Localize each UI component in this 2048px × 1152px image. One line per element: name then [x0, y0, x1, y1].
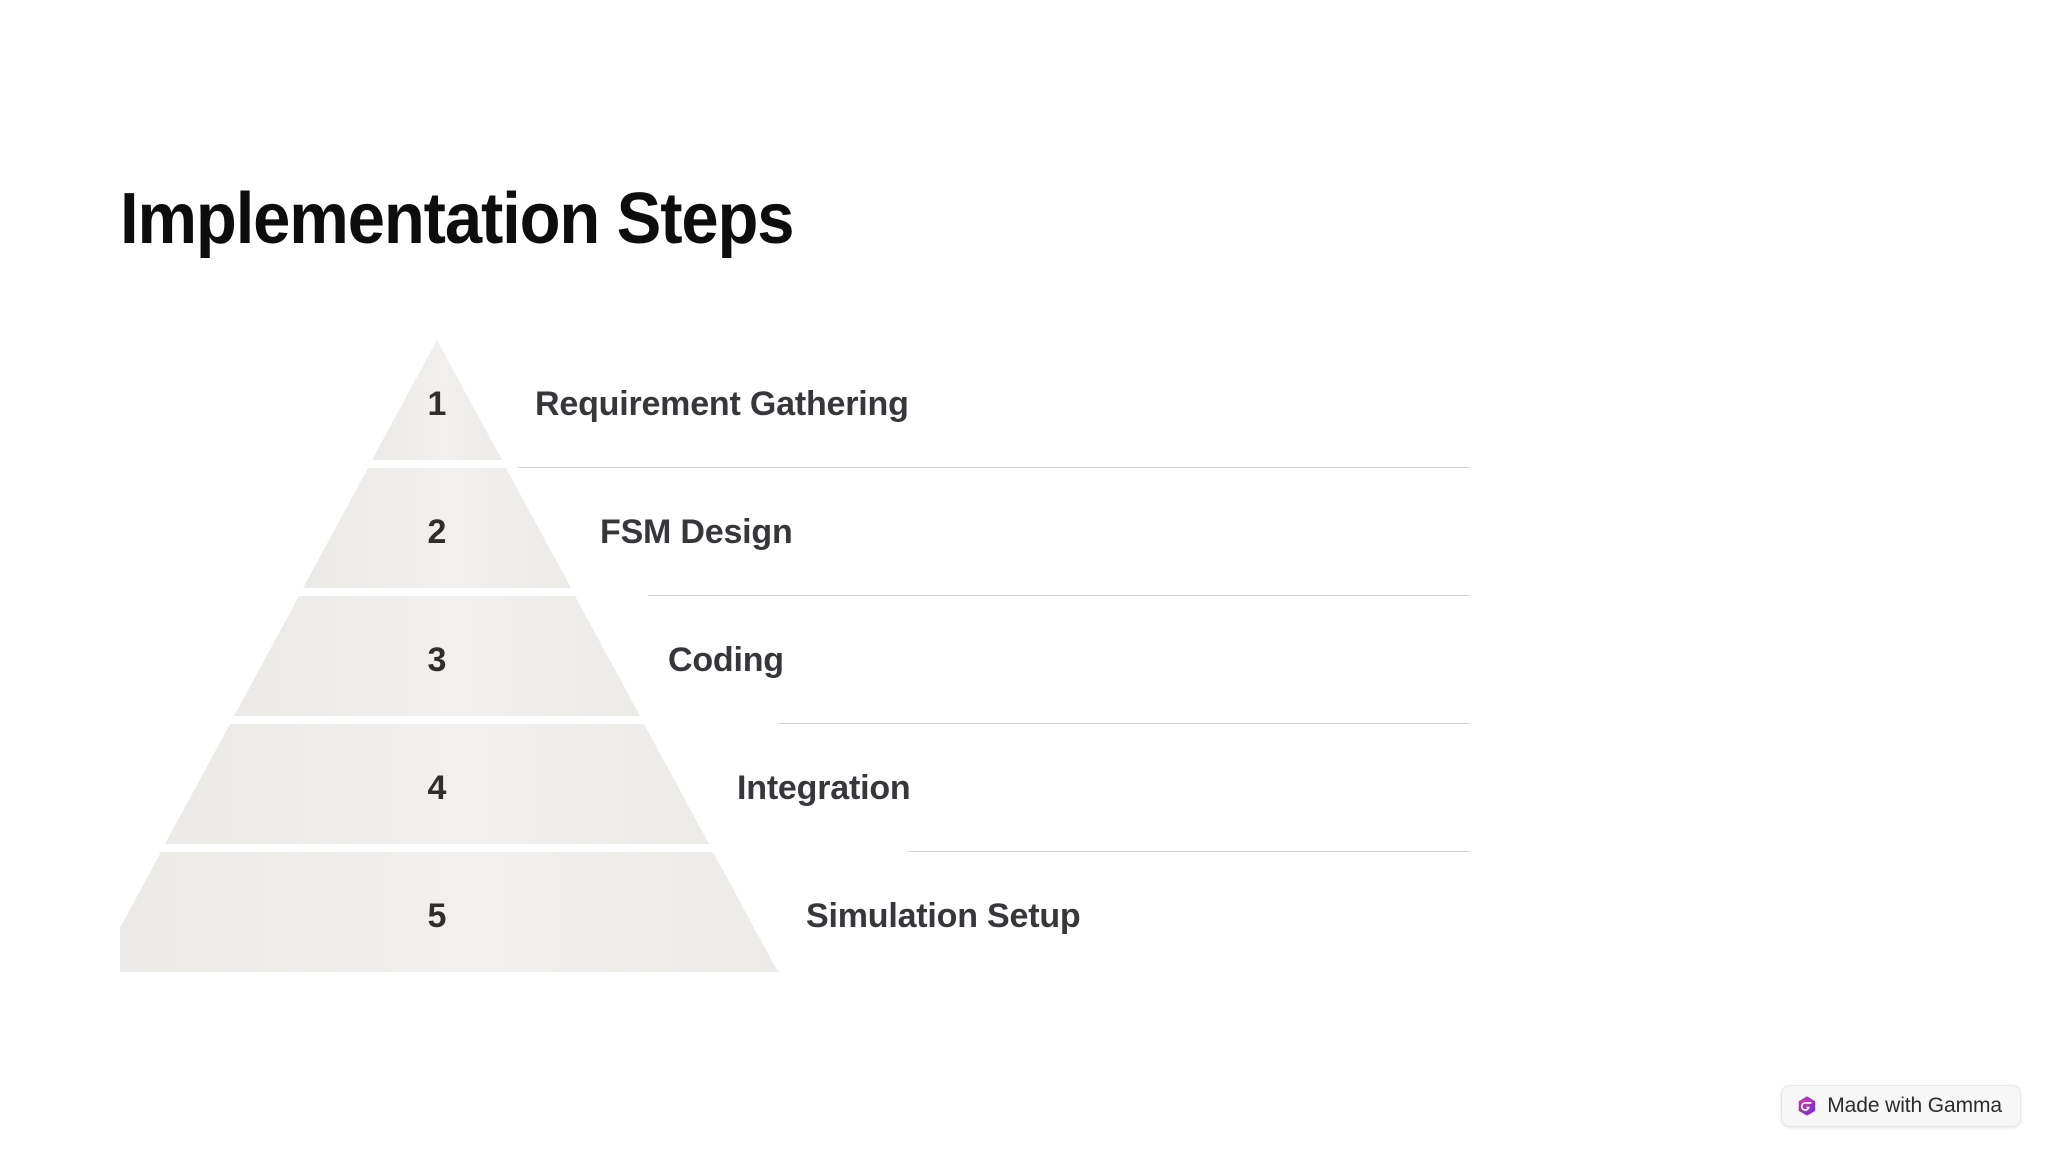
tier-label-3: Coding — [668, 640, 784, 679]
pyramid-tier-2 — [303, 468, 571, 588]
tier-number-1: 1 — [427, 384, 447, 423]
pyramid-diagram: 1 Requirement Gathering 2 FSM Design 3 C… — [120, 340, 1920, 980]
tier-number-5: 5 — [427, 896, 447, 935]
tier-number-2: 2 — [427, 512, 447, 551]
page-title: Implementation Steps — [120, 179, 795, 259]
pyramid-row-4: 4 Integration — [120, 724, 1920, 852]
pyramid-row-5: 5 Simulation Setup — [120, 852, 1920, 980]
pyramid-tier-1 — [372, 340, 502, 460]
tier-label-2: FSM Design — [600, 512, 793, 551]
pyramid-shape — [120, 340, 778, 972]
tier-label-1: Requirement Gathering — [535, 384, 909, 423]
pyramid-row-1: 1 Requirement Gathering — [120, 340, 1920, 468]
tier-number-4: 4 — [427, 768, 447, 807]
tier-rule-3 — [778, 723, 1470, 724]
pyramid-tier-5 — [120, 852, 778, 972]
gamma-logo-icon — [1799, 1096, 1816, 1116]
tier-label-5: Simulation Setup — [806, 896, 1081, 935]
tier-rule-4 — [908, 851, 1470, 852]
made-with-gamma-badge[interactable]: Made with Gamma — [1781, 1085, 2021, 1127]
tier-label-4: Integration — [737, 768, 911, 807]
tier-number-3: 3 — [427, 640, 447, 679]
pyramid-tier-3 — [234, 596, 640, 716]
pyramid-rows: 1 Requirement Gathering 2 FSM Design 3 C… — [120, 340, 1920, 980]
pyramid-tier-4 — [165, 724, 709, 844]
tier-rule-2 — [648, 595, 1470, 596]
gamma-badge-label: Made with Gamma — [1827, 1094, 2002, 1117]
pyramid-row-2: 2 FSM Design — [120, 468, 1920, 596]
tier-rule-1 — [518, 467, 1470, 468]
pyramid-row-3: 3 Coding — [120, 596, 1920, 724]
